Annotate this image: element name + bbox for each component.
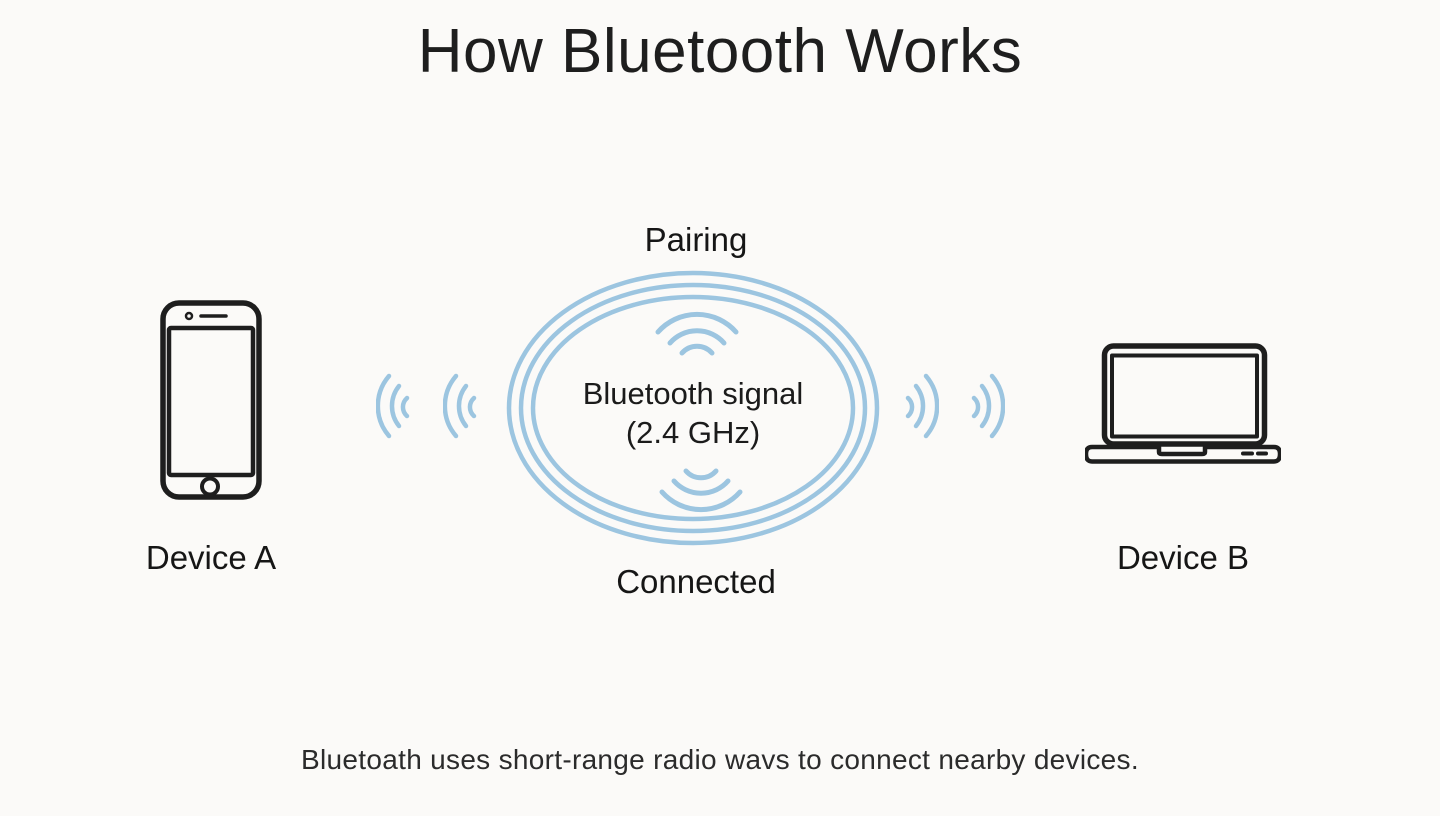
radio-waves-toward-left-icon	[376, 372, 410, 440]
smartphone-icon	[160, 300, 262, 500]
page-title: How Bluetooth Works	[417, 17, 1023, 86]
device-b-label: Device B	[1116, 539, 1250, 576]
bubble-line1: Bluetooth signal	[582, 376, 804, 411]
laptop-icon	[1085, 343, 1281, 464]
signal-rings-icon	[503, 268, 883, 548]
wifi-waves-down-icon	[659, 466, 743, 514]
pairing-label: Pairing	[644, 221, 748, 258]
radio-waves-toward-left-icon	[443, 372, 477, 440]
wifi-waves-up-icon	[655, 310, 739, 358]
radio-waves-toward-right-icon	[971, 372, 1005, 440]
radio-waves-toward-right-icon	[905, 372, 939, 440]
caption-text: Bluetoath uses short-range radio wavs to…	[301, 744, 1139, 775]
device-b-group	[1085, 343, 1281, 465]
connected-label: Connected	[616, 563, 776, 600]
bubble-line2: (2.4 GHz)	[625, 415, 761, 450]
bubble-text: Bluetooth signal (2.4 GHz)	[505, 374, 881, 452]
device-a-label: Device A	[145, 539, 277, 576]
device-a-group	[160, 300, 262, 500]
